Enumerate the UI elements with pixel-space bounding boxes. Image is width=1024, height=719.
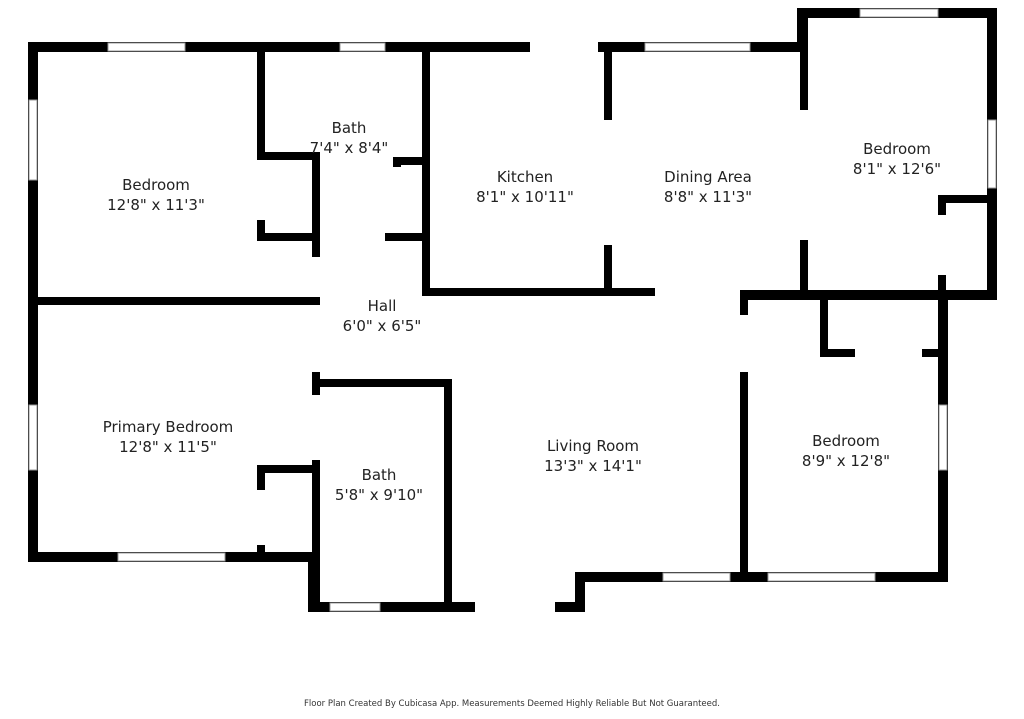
svg-text:8'1" x 12'6": 8'1" x 12'6": [853, 160, 941, 178]
room-bedroom-2: Bedroom 8'1" x 12'6": [853, 140, 941, 178]
svg-text:Bedroom: Bedroom: [863, 140, 931, 158]
room-bath-2: Bath 5'8" x 9'10": [335, 466, 423, 504]
svg-text:7'4" x 8'4": 7'4" x 8'4": [310, 139, 389, 157]
room-bedroom-3: Bedroom 8'9" x 12'8": [802, 432, 890, 470]
svg-text:5'8" x 9'10": 5'8" x 9'10": [335, 486, 423, 504]
svg-text:8'8" x 11'3": 8'8" x 11'3": [664, 188, 752, 206]
room-labels: Bedroom 12'8" x 11'3" Bath 7'4" x 8'4" Kit…: [103, 119, 941, 504]
room-bedroom-1: Bedroom 12'8" x 11'3": [107, 176, 205, 214]
svg-text:12'8" x 11'3": 12'8" x 11'3": [107, 196, 205, 214]
svg-text:Bath: Bath: [332, 119, 367, 137]
svg-text:Bedroom: Bedroom: [812, 432, 880, 450]
svg-text:8'1" x 10'11": 8'1" x 10'11": [476, 188, 574, 206]
walls: [28, 8, 997, 612]
room-primary-bedroom: Primary Bedroom 12'8" x 11'5": [103, 418, 234, 456]
svg-text:12'8" x 11'5": 12'8" x 11'5": [119, 438, 217, 456]
svg-text:Hall: Hall: [368, 297, 397, 315]
svg-text:Living Room: Living Room: [547, 437, 639, 455]
room-living-room: Living Room 13'3" x 14'1": [544, 437, 642, 475]
svg-text:Bath: Bath: [362, 466, 397, 484]
svg-text:Dining Area: Dining Area: [664, 168, 752, 186]
svg-text:13'3" x 14'1": 13'3" x 14'1": [544, 457, 642, 475]
svg-text:Primary Bedroom: Primary Bedroom: [103, 418, 234, 436]
svg-text:6'0" x 6'5": 6'0" x 6'5": [343, 317, 422, 335]
footer-disclaimer: Floor Plan Created By Cubicasa App. Meas…: [304, 699, 720, 709]
svg-text:8'9" x 12'8": 8'9" x 12'8": [802, 452, 890, 470]
room-hall: Hall 6'0" x 6'5": [343, 297, 422, 335]
room-bath-1: Bath 7'4" x 8'4": [310, 119, 389, 157]
svg-text:Bedroom: Bedroom: [122, 176, 190, 194]
windows: [28, 8, 997, 612]
room-dining-area: Dining Area 8'8" x 11'3": [664, 168, 752, 206]
svg-text:Kitchen: Kitchen: [497, 168, 553, 186]
room-kitchen: Kitchen 8'1" x 10'11": [476, 168, 574, 206]
